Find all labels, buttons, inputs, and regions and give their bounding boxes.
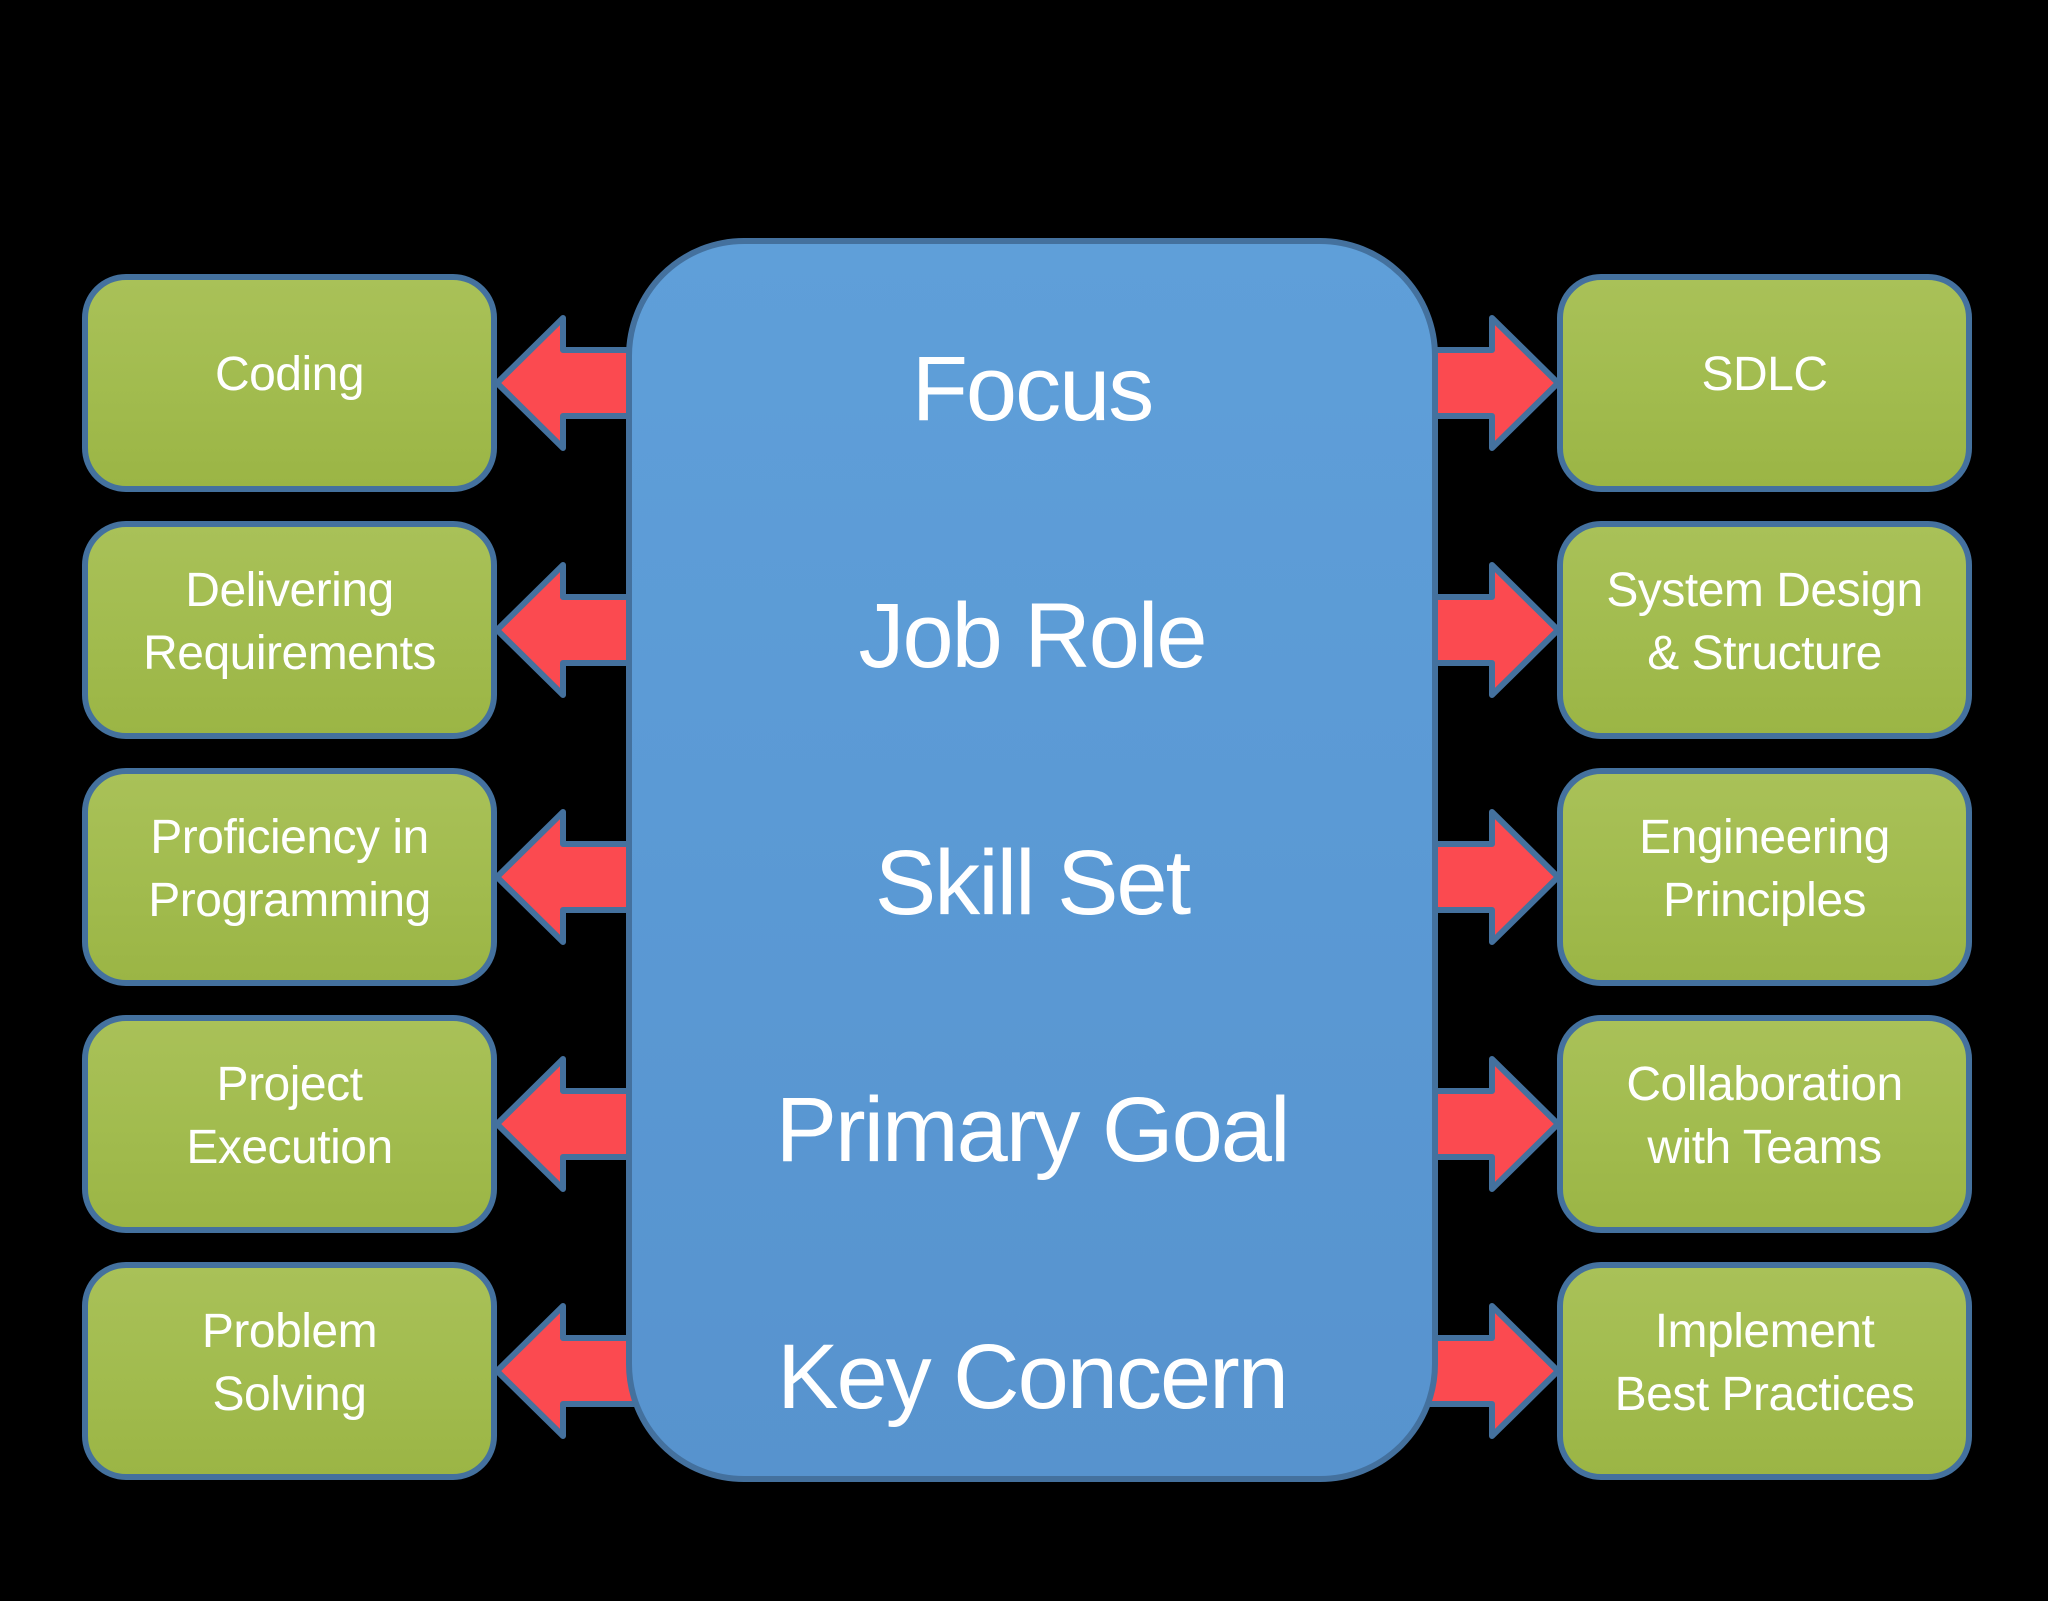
left-box-problem-solving: Problem Solving: [82, 1262, 497, 1480]
left-box-delivering-requirements: Delivering Requirements: [82, 521, 497, 739]
diagram-row: Project Execution Collaboration with Tea…: [0, 1015, 2048, 1233]
right-box-implement-best-practices: Implement Best Practices: [1557, 1262, 1972, 1480]
left-box-label: Proficiency in Programming: [148, 810, 431, 927]
right-box-engineering-principles: Engineering Principles: [1557, 768, 1972, 986]
right-box-label: SDLC: [1701, 348, 1828, 402]
center-label-focus: Focus: [911, 337, 1155, 440]
left-box-proficiency-in-programming: Proficiency in Programming: [82, 768, 497, 986]
center-label-slot: Key Concern: [632, 1268, 1432, 1486]
left-box-label: Coding: [214, 348, 365, 402]
diagram-row: Proficiency in Programming Engineering P…: [0, 768, 2048, 986]
left-box-coding: Coding: [82, 274, 497, 492]
center-comparison-panel: Focus Job Role Skill Set Primary Goal Ke…: [626, 238, 1438, 1482]
center-label-slot: Primary Goal: [632, 1021, 1432, 1239]
diagram-row: Problem Solving Implement Best Practices: [0, 1262, 2048, 1480]
right-box-label: Collaboration with Teams: [1626, 1057, 1903, 1174]
center-label-primary-goal: Primary Goal: [775, 1078, 1291, 1181]
diagram-row: Delivering Requirements System Design & …: [0, 521, 2048, 739]
right-box-label: Implement Best Practices: [1614, 1304, 1915, 1421]
center-label-skill-set: Skill Set: [874, 831, 1191, 934]
left-box-label: Problem Solving: [201, 1304, 378, 1421]
left-box-label: Project Execution: [186, 1057, 393, 1174]
center-label-slot: Focus: [632, 280, 1432, 498]
center-label-key-concern: Key Concern: [777, 1325, 1289, 1428]
center-label-slot: Skill Set: [632, 774, 1432, 992]
right-box-sdlc: SDLC: [1557, 274, 1972, 492]
left-box-project-execution: Project Execution: [82, 1015, 497, 1233]
right-box-label: System Design & Structure: [1606, 563, 1923, 680]
center-label-slot: Job Role: [632, 527, 1432, 745]
left-box-label: Delivering Requirements: [143, 563, 436, 680]
diagram-row: Coding SDLC: [0, 274, 2048, 492]
right-box-label: Engineering Principles: [1639, 810, 1890, 927]
right-box-collaboration-with-teams: Collaboration with Teams: [1557, 1015, 1972, 1233]
center-label-job-role: Job Role: [858, 584, 1207, 687]
right-box-system-design: System Design & Structure: [1557, 521, 1972, 739]
